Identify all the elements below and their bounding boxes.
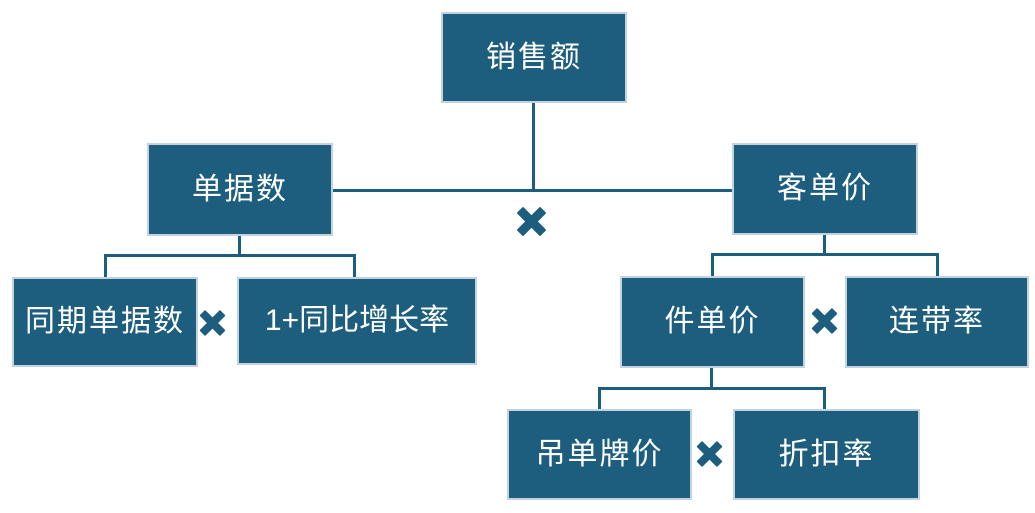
connector-line [104,254,107,277]
multiply-icon [695,440,723,468]
node-sales: 销售额 [441,12,627,103]
node-avg-transaction-value: 客单价 [732,143,918,235]
node-unit-price: 件单价 [620,276,805,368]
connector-line [823,387,826,409]
node-order-count: 单据数 [147,143,333,236]
connector-line [823,235,826,255]
node-attach-rate: 连带率 [845,276,1029,368]
multiply-icon [810,307,838,335]
connector-line [936,253,939,276]
node-tag-price: 吊单牌价 [507,409,692,500]
connector-line [104,254,356,257]
connector-line [333,189,732,192]
connector-line [238,236,241,256]
connector-line [711,253,714,276]
multiply-icon [516,206,546,236]
connector-line [710,368,713,389]
multiply-icon [198,309,226,337]
connector-line [598,387,826,390]
node-discount-rate: 折扣率 [733,409,920,500]
node-one-plus-yoy-growth-rate: 1+同比增长率 [237,277,477,365]
connector-line [353,254,356,277]
connector-line [598,387,601,409]
connector-line [532,103,535,191]
node-prior-period-order-count: 同期单据数 [12,277,198,367]
connector-line [711,253,939,256]
